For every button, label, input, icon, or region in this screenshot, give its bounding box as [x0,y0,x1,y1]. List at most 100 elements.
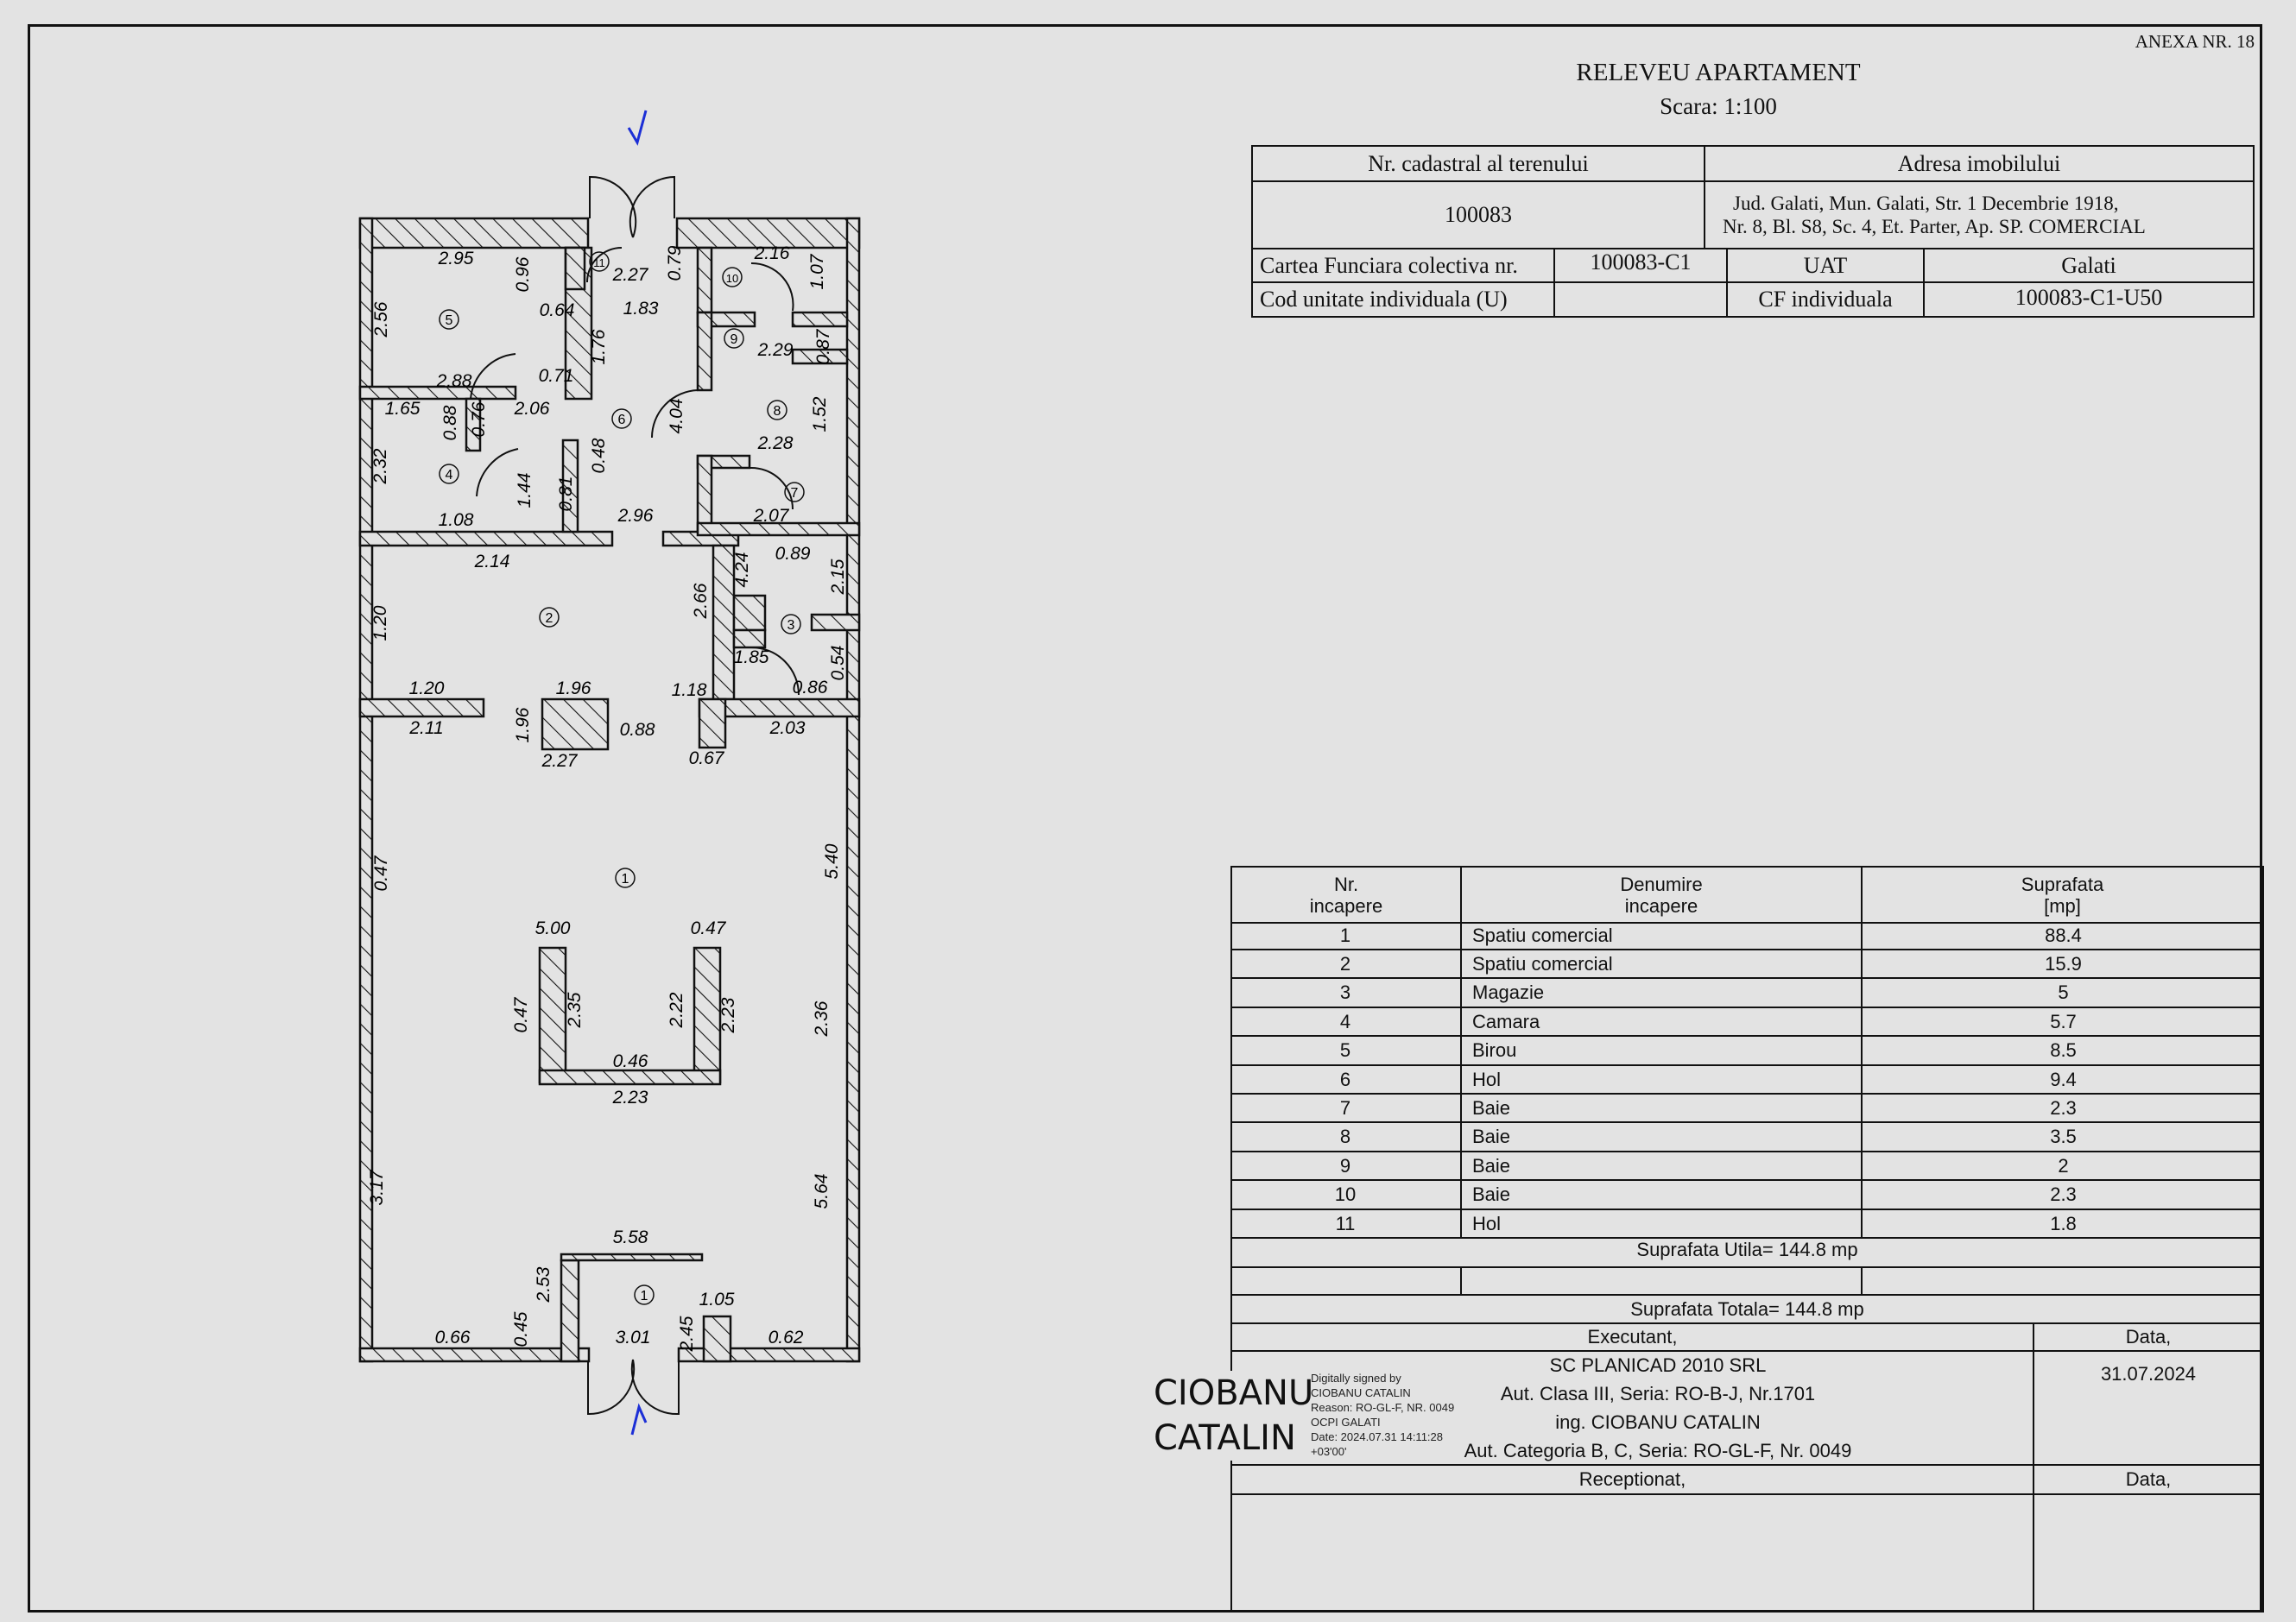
dimension-label: 0.64 [540,300,575,320]
cf-colectiva-value: 100083-C1 [1553,248,1728,283]
executant-engineer: ing. CIOBANU CATALIN [1555,1411,1761,1433]
wall-mid-right-stub [698,697,727,749]
wall-mid-column [541,697,610,751]
header-sup-line2: [mp] [2044,894,2081,917]
header-den-line2: incapere [1624,894,1698,917]
wall-room9-right [696,311,713,392]
wall-room3-left [712,544,736,701]
dimension-label: 0.66 [435,1328,471,1347]
wall-room4-bottom [358,530,614,547]
room-number: 4 [439,464,459,484]
wall-entrance-left [560,1259,580,1363]
door-top-left [589,175,637,238]
dimension-label: 2.27 [612,265,649,285]
dimension-label: 2.11 [408,718,443,738]
wall-mid-left [358,697,485,718]
executant-aut1: Aut. Clasa III, Seria: RO-B-J, Nr.1701 [1500,1383,1816,1404]
pillar-bottom [538,1069,722,1086]
dimension-label: 1.20 [370,605,390,641]
wall-room10-left [696,246,713,314]
wall-room3-stair-2 [732,628,767,649]
row-nr: 10 [1334,1183,1357,1206]
cf-individuala-label: CF individuala [1726,281,1925,318]
dimension-label: 0.76 [469,401,489,437]
dimension-label: 0.81 [556,477,576,512]
room-number: 5 [439,309,459,330]
dimension-label: 2.36 [812,1000,832,1037]
dimension-label: 1.65 [385,399,421,419]
pillar-right [693,946,722,1084]
room-number-text: 11 [593,256,605,269]
dimension-label: 1.52 [810,396,830,432]
cf-individuala-value: 100083-C1-U50 [1923,281,2255,318]
plan-walls [358,217,861,1363]
dimension-label: 2.88 [436,371,472,391]
wall-room10-bottom [791,311,849,328]
dimension-label: 0.67 [689,748,725,768]
dimension-label: 0.88 [620,720,655,740]
row-name: Hol [1472,1212,1502,1234]
row-nr: 8 [1339,1126,1351,1148]
room-number-text: 7 [791,486,799,501]
dimension-label: 2.23 [612,1088,648,1108]
door-top-right [629,175,675,238]
signature-detail-1: Digitally signed by [1311,1372,1401,1385]
dimension-label: 5.58 [613,1228,648,1247]
dimension-label: 2.53 [534,1266,553,1303]
dimension-label: 2.14 [474,552,510,571]
dimension-label: 0.86 [793,678,828,697]
row-area: 2.3 [2050,1096,2077,1119]
room-number-text: 9 [731,332,738,347]
sheet-border [28,24,2262,1613]
dimension-label: 2.29 [757,340,794,360]
dimension-label: 2.23 [718,997,738,1033]
dimension-label: 5.40 [822,843,842,879]
signature-detail-3: Reason: RO-GL-F, NR. 0049 [1311,1401,1455,1414]
signature-name-line2: CATALIN [1154,1418,1296,1458]
cf-colectiva-label: Cartea Funciara colectiva nr. [1251,248,1555,283]
row-nr: 7 [1339,1096,1351,1119]
dimension-label: 2.35 [565,992,585,1028]
header-den-line1: Denumire [1620,873,1703,895]
signature-detail-2: CIOBANU CATALIN [1311,1386,1411,1399]
check-mark-bottom [630,1403,648,1436]
door-bottom-left [587,1359,636,1416]
dimension-label: 2.27 [541,751,579,771]
dimension-label: 0.45 [511,1311,531,1347]
dimension-label: 4.24 [732,552,752,588]
row-area: 9.4 [2050,1068,2077,1090]
dimension-label: 5.64 [812,1174,832,1209]
row-name: Hol [1472,1068,1502,1090]
room-number-text: 8 [774,404,781,419]
signature-detail-5: Date: 2024.07.31 14:11:28 [1311,1430,1443,1443]
col-line-1 [1460,922,1462,1239]
dimension-label: 0.71 [539,366,574,386]
dimension-label: 1.20 [409,678,445,698]
door-room10 [750,262,794,312]
dimension-label: 0.96 [513,256,533,292]
dimension-label: 2.22 [667,992,686,1028]
room-number: 1 [634,1284,655,1305]
row-nr: 3 [1339,981,1351,1004]
wall-room7-bottom [696,521,861,537]
header-suprafata: Suprafata [mp] [1861,866,2264,924]
door-room5 [470,353,516,400]
dimension-label: 1.18 [672,680,707,700]
header-nr-line1: Nr. [1333,873,1359,895]
wall-room8-right [791,348,849,365]
dimension-label: 2.06 [514,399,550,419]
adresa-line-2: Nr. 8, Bl. S8, Sc. 4, Et. Parter, Ap. SP… [1723,216,2146,237]
row-name: Spatiu comercial [1472,952,1613,975]
executant-aut2: Aut. Categoria B, C, Seria: RO-GL-F, Nr.… [1464,1440,1852,1461]
row-area: 88.4 [2045,924,2082,946]
dimension-label: 0.89 [775,544,811,564]
receptionat-data-label: Data, [2033,1464,2264,1495]
pillar-left [538,946,567,1084]
dimension-label: 2.28 [757,433,794,453]
